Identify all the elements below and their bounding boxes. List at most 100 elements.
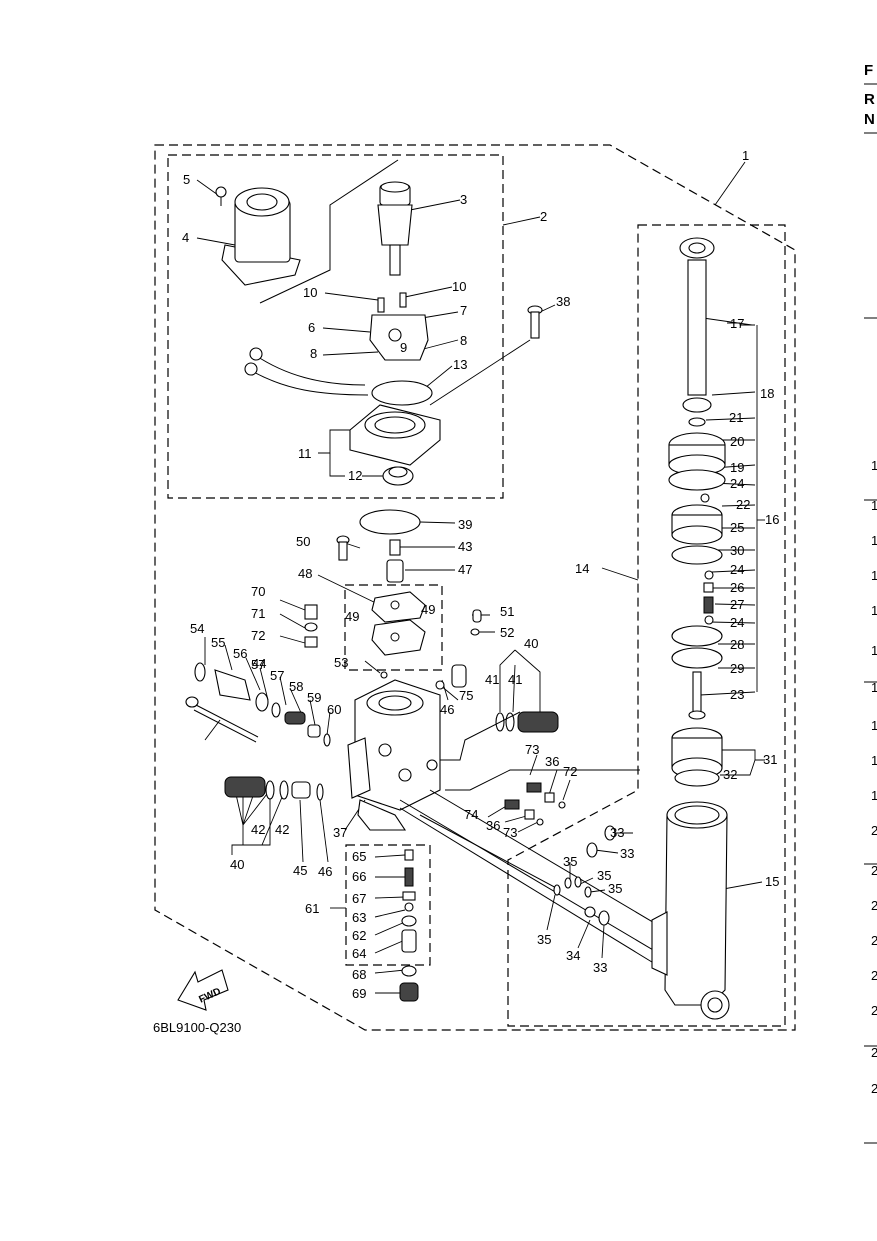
callout-73: 73 <box>503 825 517 840</box>
callout-3: 3 <box>460 192 467 207</box>
callout-24: 24 <box>730 615 744 630</box>
part-33-ring-c <box>598 910 610 926</box>
callout-10: 10 <box>303 285 317 300</box>
part-19-o-ring <box>668 469 726 491</box>
callout-68: 68 <box>352 967 366 982</box>
callout-63: 63 <box>352 910 366 925</box>
edge-digit: 1 <box>871 788 877 803</box>
edge-digit: 2 <box>871 1003 877 1018</box>
edge-digit: 1 <box>871 643 877 658</box>
edge-digit: 2 <box>871 898 877 913</box>
callout-75: 75 <box>459 688 473 703</box>
part-24-ball-c <box>704 615 714 625</box>
callout-67: 67 <box>352 891 366 906</box>
part-23-bolt <box>688 671 706 720</box>
callout-19: 19 <box>730 460 744 475</box>
callout-42: 42 <box>275 822 289 837</box>
part-73-36-72-check-valve <box>504 782 566 826</box>
callout-72: 72 <box>251 628 265 643</box>
part-71-seat <box>304 636 318 648</box>
edge-digit: 2 <box>871 863 877 878</box>
callout-32: 32 <box>723 767 737 782</box>
callout-4: 4 <box>182 230 189 245</box>
callout-6: 6 <box>308 320 315 335</box>
callout-26: 26 <box>730 580 744 595</box>
edge-digit: 2 <box>871 1045 877 1060</box>
part-27-spring <box>703 596 714 614</box>
callout-57: 57 <box>251 657 265 672</box>
edge-digit: 2 <box>871 933 877 948</box>
part-39-gasket <box>359 509 421 535</box>
edge-digit: 1 <box>871 718 877 733</box>
edge-digit: 1 <box>871 753 877 768</box>
callout-36: 36 <box>545 754 559 769</box>
callout-57: 57 <box>270 668 284 683</box>
callout-33: 33 <box>610 825 624 840</box>
part-40-filter-right <box>495 711 559 733</box>
callout-2: 2 <box>540 209 547 224</box>
callout-17: 17 <box>730 316 744 331</box>
fwd-arrow-icon <box>177 969 229 1011</box>
part-26-pin <box>703 582 714 593</box>
part-35-ring-b <box>574 876 582 888</box>
callout-8: 8 <box>310 346 317 361</box>
parts <box>177 159 730 1020</box>
callout-31: 31 <box>763 752 777 767</box>
part-4-motor <box>221 187 301 286</box>
edge-digit: 1 <box>871 458 877 473</box>
part-69-spring <box>304 604 318 620</box>
part-33-ring-b <box>586 842 598 858</box>
callout-11: 11 <box>298 446 312 461</box>
callout-18: 18 <box>760 386 774 401</box>
edge-digit: 1 <box>871 680 877 695</box>
callout-41: 41 <box>508 672 522 687</box>
callout-33: 33 <box>593 960 607 975</box>
part-3-armature <box>377 181 413 276</box>
assembly-48-outline <box>344 584 443 671</box>
edge-digit: 1 <box>871 603 877 618</box>
part-34-washer <box>584 906 596 918</box>
edge-letters: F R N <box>864 62 877 1144</box>
part-75-bolt <box>185 696 259 743</box>
leader-lines <box>196 161 765 994</box>
callout-70: 70 <box>251 584 265 599</box>
part-38-bolt <box>527 305 543 339</box>
edge-digit: 2 <box>871 1081 877 1096</box>
callout-46: 46 <box>440 702 454 717</box>
callout-71: 71 <box>251 606 265 621</box>
callout-51: 51 <box>500 604 514 619</box>
callout-69: 69 <box>352 986 366 1001</box>
edge-letter: F <box>864 62 873 79</box>
part-20-gland <box>668 432 726 476</box>
callout-15: 15 <box>765 874 779 889</box>
callout-35: 35 <box>597 868 611 883</box>
callout-52: 52 <box>500 625 514 640</box>
assembly-14-outline <box>507 224 786 1027</box>
part-24-ball-a <box>700 493 710 503</box>
callout-20: 20 <box>730 434 744 449</box>
callout-8: 8 <box>460 333 467 348</box>
part-52-ring <box>470 628 480 636</box>
callout-49: 49 <box>345 609 359 624</box>
edge-digit: 1 <box>871 568 877 583</box>
assembly-1-outline <box>154 144 796 1031</box>
callout-47: 47 <box>458 562 472 577</box>
callout-46: 46 <box>318 864 332 879</box>
callout-40: 40 <box>230 857 244 872</box>
callout-59: 59 <box>307 690 321 705</box>
part-40-filter-left <box>224 776 324 801</box>
callout-34: 34 <box>566 948 580 963</box>
callout-45: 45 <box>293 863 307 878</box>
callout-27: 27 <box>730 597 744 612</box>
part-21-ring <box>688 417 706 427</box>
callout-36: 36 <box>486 818 500 833</box>
callout-48: 48 <box>298 566 312 581</box>
callout-16: 16 <box>765 512 779 527</box>
part-51-pin <box>472 609 482 623</box>
callout-37: 37 <box>333 825 347 840</box>
part-47-sleeve <box>386 559 404 583</box>
part-60-manual-valve <box>401 849 417 953</box>
callout-56: 56 <box>233 646 247 661</box>
callout-1: 1 <box>742 148 749 163</box>
